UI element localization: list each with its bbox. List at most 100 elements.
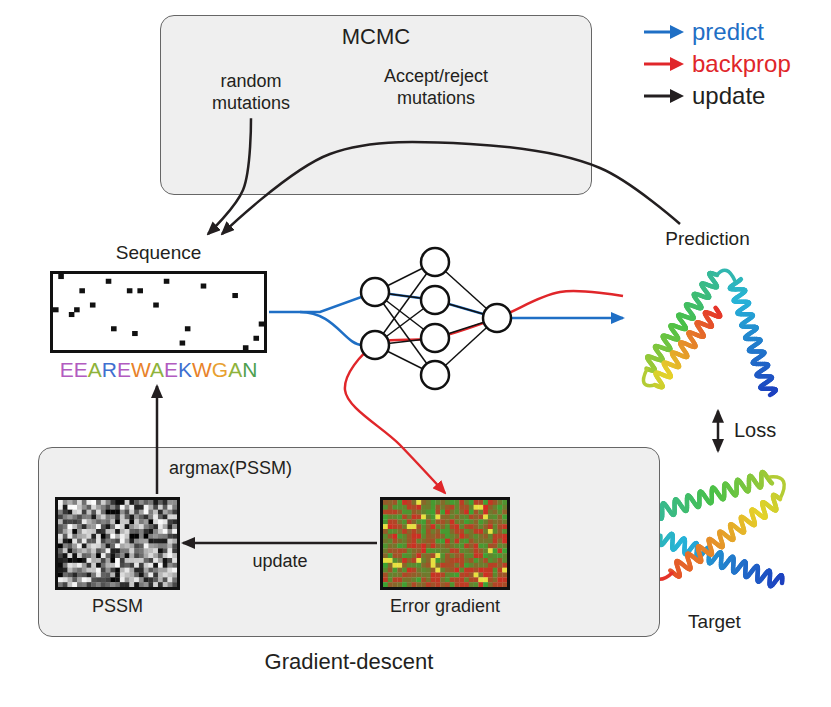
matrix-cell — [416, 529, 421, 534]
matrix-cell — [431, 553, 436, 558]
matrix-cell — [450, 553, 455, 558]
matrix-cell — [383, 548, 388, 553]
matrix-cell — [72, 505, 77, 510]
matrix-cell — [388, 529, 393, 534]
matrix-cell — [167, 510, 172, 515]
matrix-cell — [455, 519, 460, 524]
matrix-cell — [393, 548, 398, 553]
matrix-cell — [87, 577, 92, 582]
matrix-cell — [144, 534, 149, 539]
matrix-cell — [144, 510, 149, 515]
matrix-cell — [393, 534, 398, 539]
matrix-cell — [440, 544, 445, 549]
matrix-cell — [101, 505, 106, 510]
matrix-cell — [110, 558, 115, 563]
matrix-cell — [82, 500, 87, 505]
matrix-cell — [393, 515, 398, 520]
matrix-cell — [502, 515, 507, 520]
matrix-cell — [397, 553, 402, 558]
residue-letter: A — [228, 358, 242, 381]
matrix-cell — [469, 524, 474, 529]
matrix-cell — [450, 515, 455, 520]
matrix-cell — [77, 519, 82, 524]
matrix-cell — [388, 515, 393, 520]
matrix-cell — [120, 544, 125, 549]
matrix-cell — [158, 563, 163, 568]
matrix-cell — [115, 534, 120, 539]
matrix-cell — [474, 524, 479, 529]
matrix-cell — [115, 568, 120, 573]
matrix-cell — [120, 558, 125, 563]
matrix-cell — [144, 500, 149, 505]
matrix-cell — [125, 548, 130, 553]
matrix-cell — [416, 524, 421, 529]
residue-letter: G — [212, 358, 228, 381]
matrix-cell — [502, 534, 507, 539]
matrix-cell — [383, 534, 388, 539]
matrix-cell — [77, 577, 82, 582]
matrix-cell — [478, 500, 483, 505]
matrix-cell — [445, 505, 450, 510]
matrix-cell — [402, 548, 407, 553]
matrix-cell — [63, 515, 68, 520]
matrix-cell — [488, 544, 493, 549]
matrix-cell — [478, 534, 483, 539]
matrix-cell — [459, 548, 464, 553]
matrix-cell — [63, 577, 68, 582]
matrix-cell — [431, 544, 436, 549]
matrix-cell — [153, 573, 158, 578]
matrix-cell — [431, 510, 436, 515]
matrix-cell — [68, 558, 73, 563]
matrix-cell — [125, 563, 130, 568]
matrix-cell — [115, 553, 120, 558]
matrix-cell — [91, 515, 96, 520]
matrix-cell — [172, 500, 177, 505]
matrix-cell — [412, 539, 417, 544]
matrix-cell — [163, 515, 168, 520]
matrix-cell — [63, 505, 68, 510]
matrix-cell — [82, 534, 87, 539]
neuron — [361, 278, 389, 306]
matrix-cell — [478, 505, 483, 510]
matrix-cell — [82, 505, 87, 510]
matrix-cell — [82, 510, 87, 515]
matrix-cell — [445, 519, 450, 524]
matrix-cell — [77, 529, 82, 534]
matrix-cell — [125, 573, 130, 578]
matrix-cell — [483, 539, 488, 544]
matrix-cell — [388, 510, 393, 515]
matrix-cell — [445, 515, 450, 520]
matrix-cell — [445, 500, 450, 505]
matrix-cell — [416, 544, 421, 549]
residue-letter: N — [242, 358, 257, 381]
matrix-cell — [87, 573, 92, 578]
connector — [156, 386, 159, 494]
residue-letter: A — [88, 358, 102, 381]
matrix-cell — [58, 515, 63, 520]
matrix-cell — [110, 524, 115, 529]
matrix-cell — [167, 505, 172, 510]
matrix-cell — [440, 524, 445, 529]
matrix-cell — [106, 510, 111, 515]
matrix-cell — [167, 553, 172, 558]
matrix-cell — [68, 573, 73, 578]
matrix-cell — [63, 519, 68, 524]
matrix-cell — [68, 544, 73, 549]
matrix-cell — [464, 510, 469, 515]
matrix-cell — [455, 539, 460, 544]
matrix-cell — [407, 539, 412, 544]
matrix-cell — [153, 582, 158, 587]
matrix-cell — [440, 500, 445, 505]
matrix-cell — [407, 500, 412, 505]
matrix-cell — [72, 563, 77, 568]
matrix-cell — [383, 544, 388, 549]
matrix-cell — [101, 558, 106, 563]
matrix-cell — [87, 563, 92, 568]
matrix-cell — [431, 548, 436, 553]
node-label: PSSM — [55, 596, 180, 618]
matrix-cell — [431, 515, 436, 520]
matrix-cell — [77, 553, 82, 558]
matrix-cell — [144, 553, 149, 558]
matrix-cell — [172, 544, 177, 549]
matrix-cell — [163, 524, 168, 529]
